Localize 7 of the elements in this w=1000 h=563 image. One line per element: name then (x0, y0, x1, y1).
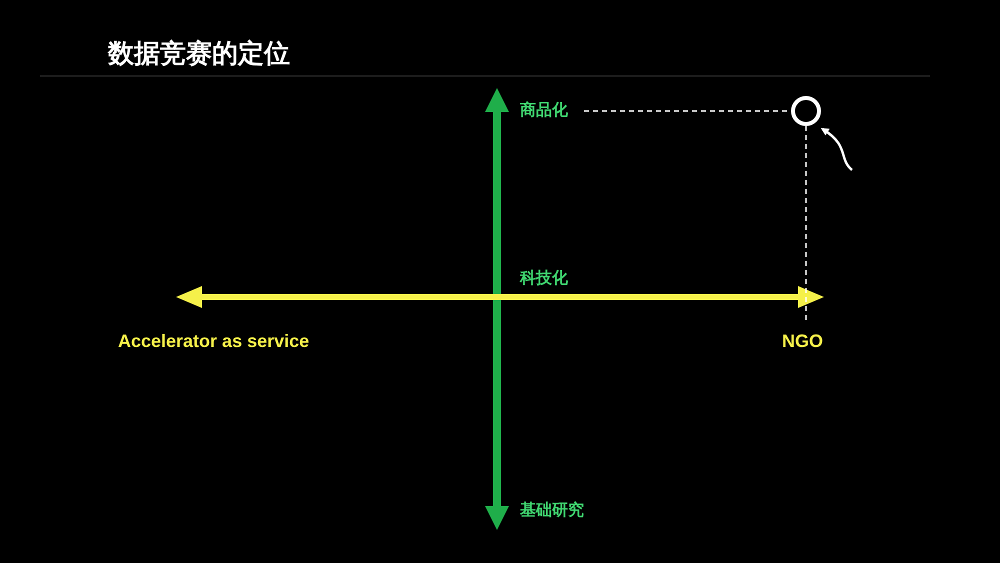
title: 数据竞赛的定位 (108, 37, 290, 70)
axis-label: 商品化 (520, 98, 578, 124)
axis-label: 科技化 (520, 268, 568, 289)
arrow (820, 128, 853, 171)
axis-label: 基础研究 (520, 500, 584, 521)
axis-label: Accelerator as service (118, 330, 310, 353)
axis-label: NGO (782, 328, 832, 354)
